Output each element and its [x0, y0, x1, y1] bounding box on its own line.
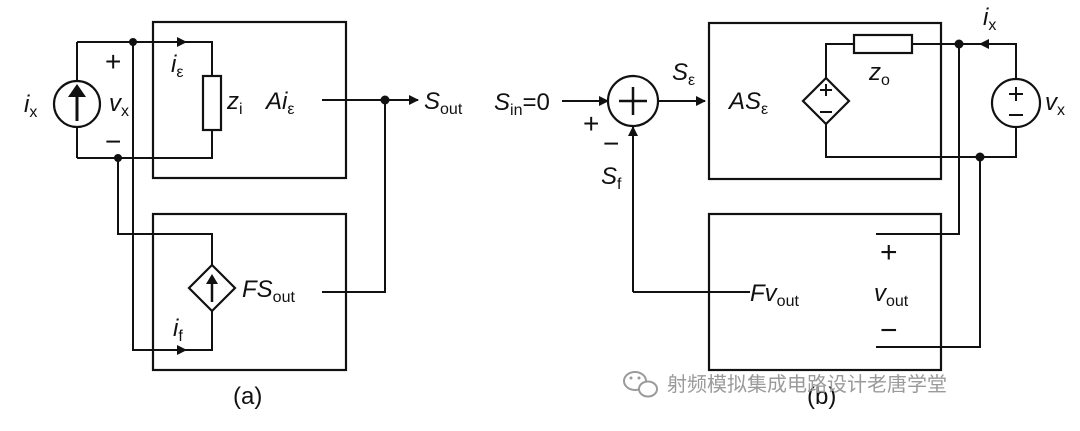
feedback-block-a — [151, 212, 348, 372]
bottom-wire-b — [825, 124, 1017, 158]
label-s-in: Sin=0 — [494, 89, 550, 119]
input-resistor — [201, 74, 223, 132]
output-feedback-wire — [322, 100, 386, 293]
label-ix-b: ix — [983, 4, 996, 34]
label-ix-a: ix — [24, 91, 37, 121]
label-vx-b: vx — [1045, 89, 1065, 119]
junction-dot — [954, 39, 964, 49]
plus-sign-b: + — [583, 108, 599, 139]
caption-b: (b) — [807, 383, 836, 410]
circuit-b: Sin=0 + − Sε ASε zo ix vx Sf Fvout + vou… — [494, 4, 1065, 410]
label-gain-b: ASε — [727, 88, 768, 118]
circuit-a: ix + − vx iε zi Aiε Sout FSout if (a) — [24, 20, 463, 410]
watermark: 射频模拟集成电路设计老唐学堂 — [623, 371, 947, 398]
feedback-return-wire — [117, 158, 213, 265]
label-i-f: if — [173, 315, 183, 345]
caption-a: (a) — [233, 383, 262, 410]
dependent-source-arrow-head — [206, 274, 218, 284]
label-s-f: Sf — [601, 163, 622, 193]
dependent-voltage-source — [801, 76, 851, 126]
voltage-source-b — [990, 77, 1042, 129]
label-vx-a: vx — [109, 90, 129, 120]
plus-sign-a: + — [105, 46, 121, 77]
junction-dot — [129, 38, 137, 46]
label-feedback-a: FSout — [242, 276, 295, 306]
label-i-eps: iε — [171, 51, 183, 81]
label-s-out: Sout — [424, 88, 463, 118]
top-wire-b — [825, 43, 1017, 79]
label-zi: zi — [226, 88, 243, 118]
summing-plus — [619, 87, 647, 115]
junction-dot — [380, 95, 390, 105]
minus-sign-a: − — [105, 126, 121, 157]
minus-sign-b: − — [603, 128, 619, 159]
label-vout: vout — [874, 280, 909, 310]
wechat-icon — [623, 371, 658, 398]
vout-plus-sign: + — [880, 236, 898, 269]
voltage-source-polarity — [1009, 87, 1023, 116]
label-feedback-b: Fvout — [750, 280, 799, 310]
vout-minus-wire — [876, 157, 981, 348]
label-zo: zo — [868, 59, 890, 89]
vout-minus-sign: − — [880, 314, 898, 347]
dependent-source-polarity — [820, 84, 832, 113]
junction-dot — [975, 152, 985, 162]
junction-dot — [114, 154, 122, 162]
watermark-text: 射频模拟集成电路设计老唐学堂 — [667, 372, 947, 396]
current-source-arrow-head — [68, 84, 86, 97]
output-resistor — [852, 33, 914, 55]
vout-plus-wire — [876, 44, 960, 235]
label-s-eps: Sε — [672, 59, 695, 89]
amplifier-block-a — [151, 20, 348, 180]
top-wire-a — [77, 41, 213, 76]
label-gain-a: Aiε — [264, 88, 294, 118]
